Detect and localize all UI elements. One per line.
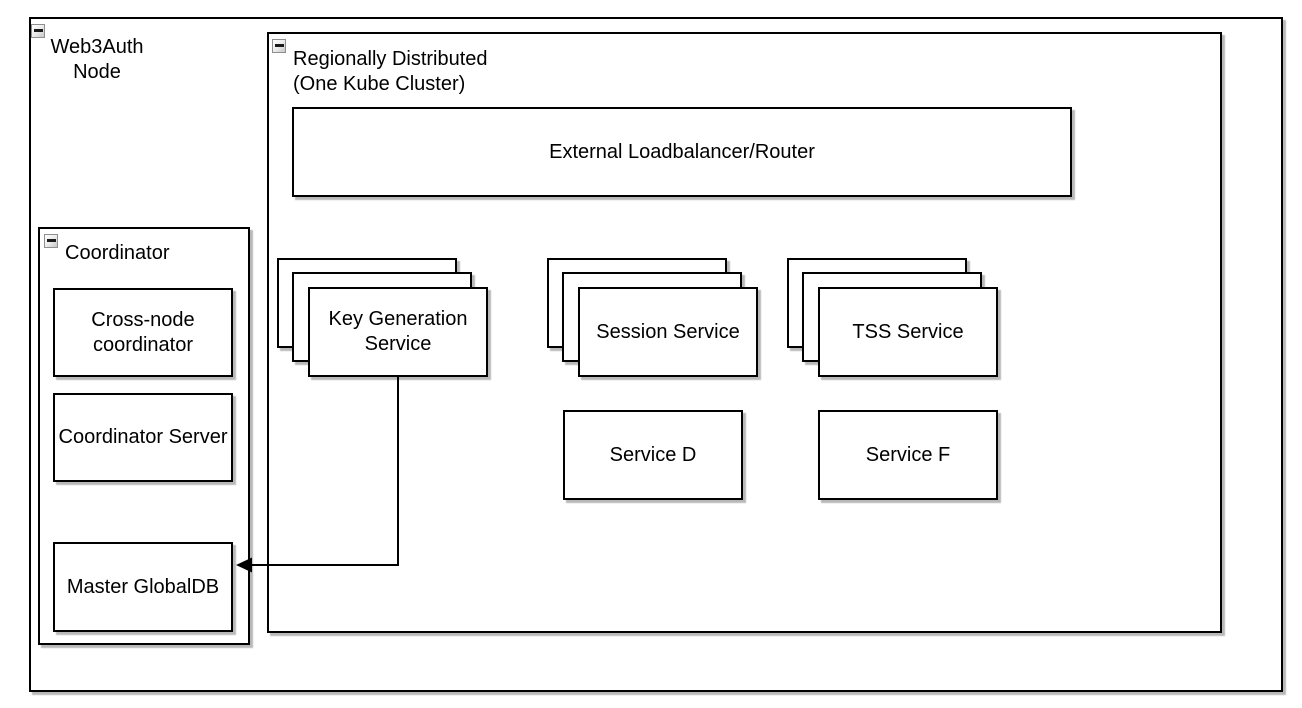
minus-icon bbox=[33, 28, 43, 32]
collapse-icon[interactable] bbox=[272, 39, 286, 53]
container-label-web3auth-node: Web3Auth Node bbox=[50, 36, 144, 83]
minus-icon bbox=[274, 43, 284, 47]
node-label: Key Generation Service bbox=[328, 308, 468, 355]
node-external-loadbalancer-router[interactable]: External Loadbalancer/Router bbox=[292, 107, 1072, 197]
node-label: External Loadbalancer/Router bbox=[549, 140, 815, 163]
minus-icon bbox=[46, 238, 56, 242]
node-label: Coordinator Server bbox=[58, 426, 228, 448]
node-label: TSS Service bbox=[852, 320, 964, 343]
container-label-regionally-distributed: Regionally Distributed (One Kube Cluster… bbox=[293, 48, 488, 95]
node-label: Service F bbox=[865, 443, 951, 466]
collapse-icon[interactable] bbox=[44, 234, 58, 248]
node-coordinator-server[interactable]: Coordinator Server bbox=[53, 393, 233, 482]
node-key-generation-service[interactable]: Key Generation Service bbox=[308, 287, 488, 377]
node-label: Master GlobalDB bbox=[66, 575, 220, 598]
node-master-globaldb[interactable]: Master GlobalDB bbox=[53, 542, 233, 632]
node-label: Cross-node coordinator bbox=[91, 308, 195, 356]
node-label: Service D bbox=[609, 443, 697, 466]
container-label-coordinator: Coordinator bbox=[65, 242, 170, 264]
node-tss-service[interactable]: TSS Service bbox=[818, 287, 998, 377]
node-session-service[interactable]: Session Service bbox=[578, 287, 758, 377]
node-label: Session Service bbox=[596, 320, 740, 343]
node-service-f[interactable]: Service F bbox=[818, 410, 998, 500]
node-service-d[interactable]: Service D bbox=[563, 410, 743, 500]
collapse-icon[interactable] bbox=[31, 24, 45, 38]
node-cross-node-coordinator[interactable]: Cross-node coordinator bbox=[53, 288, 233, 377]
